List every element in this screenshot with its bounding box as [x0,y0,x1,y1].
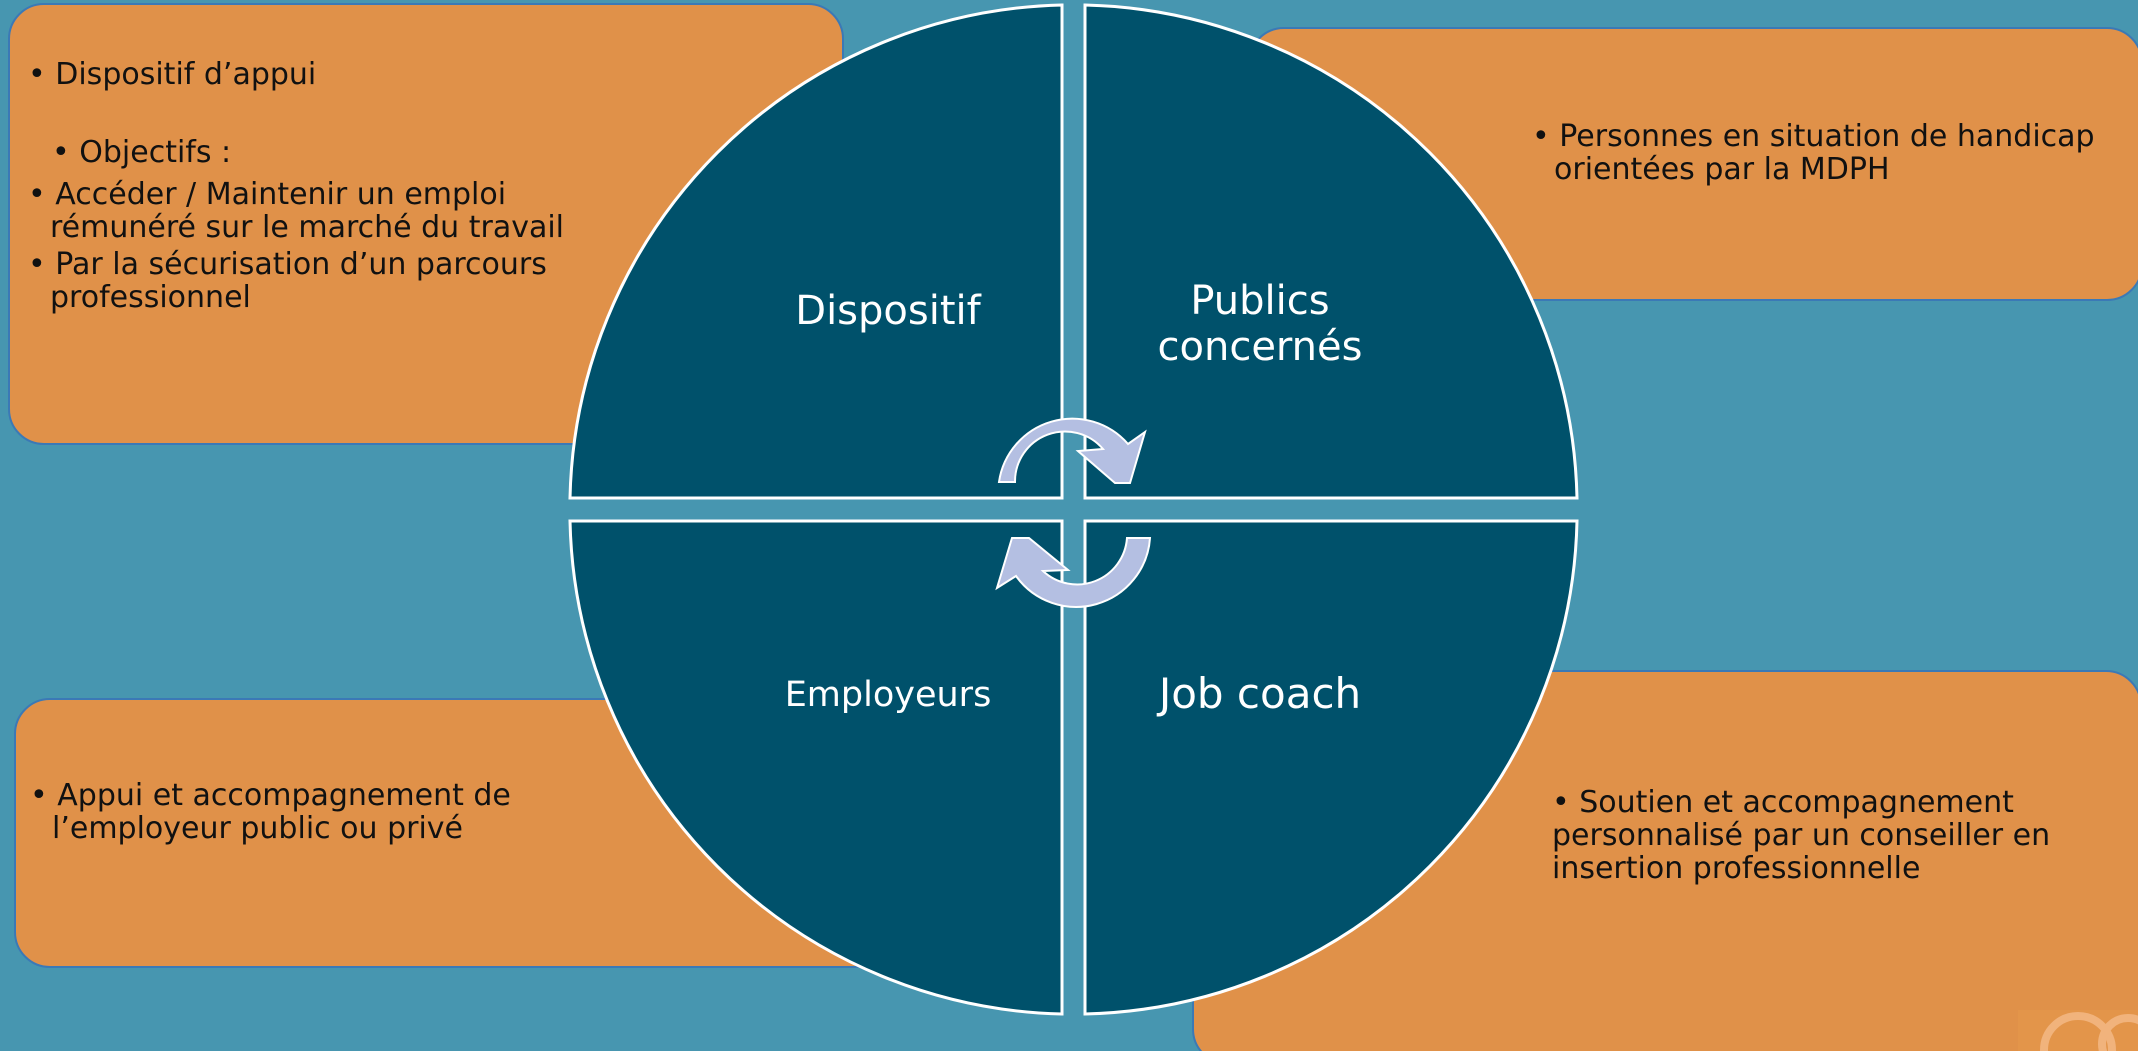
tl-text-2: Objectifs : [79,135,232,170]
label-publics-line1: Publics [1190,278,1329,324]
tl-bullet-1: • Dispositif d’appui [28,58,316,92]
bl-text-1b: l’employeur public ou privé [52,811,464,846]
bl-text-1a: Appui et accompagnement de [57,778,511,813]
tl-bullet-3: • Accéder / Maintenir un emploi [28,178,506,212]
tl-text-4a: Par la sécurisation d’un parcours [55,247,547,282]
br-text-1b: personnalisé par un conseiller en [1552,818,2051,853]
tl-bullet-2: • Objectifs : [52,136,231,170]
quadrant-bottom-left [568,519,1064,1016]
quadrant-bottom-right [1083,519,1579,1016]
bullet-dot: • [52,135,70,170]
tr-text-1a: Personnes en situation de handicap [1559,119,2095,154]
cycle-arrow-bottom [995,537,1152,608]
logo-graphic [2040,1012,2138,1051]
bl-bullet-1: • Appui et accompagnement de [30,779,511,813]
bullet-dot: • [28,247,46,282]
br-bullet-1: • Soutien et accompagnement [1552,786,2014,820]
label-publics-line2: concernés [1158,324,1363,370]
bullet-dot: • [28,177,46,212]
bullet-dot: • [28,57,46,92]
tl-text-4b: professionnel [50,280,251,315]
tl-text-3a: Accéder / Maintenir un emploi [55,177,507,212]
bullet-dot: • [1532,119,1550,154]
tr-bullet-1: • Personnes en situation de handicap [1532,120,2095,154]
cycle-arrow-top [997,417,1147,484]
br-text-1c: insertion professionnelle [1552,851,1921,886]
label-job-coach: Job coach [1156,669,1361,718]
bullet-dot: • [30,778,48,813]
br-text-1a: Soutien et accompagnement [1579,785,2014,820]
tl-text-1: Dispositif d’appui [55,57,317,92]
quadrant-top-right [1083,3,1579,500]
tr-text-1b: orientées par la MDPH [1554,152,1890,187]
label-dispositif: Dispositif [795,288,981,334]
cycle-arrows-icon [995,417,1152,608]
tl-text-3b: rémunéré sur le marché du travail [50,210,565,245]
tl-bullet-4: • Par la sécurisation d’un parcours [28,248,547,282]
logo-icon [2018,1010,2138,1051]
bullet-dot: • [1552,785,1570,820]
quadrant-top-left [568,3,1064,500]
label-employeurs: Employeurs [785,675,992,715]
